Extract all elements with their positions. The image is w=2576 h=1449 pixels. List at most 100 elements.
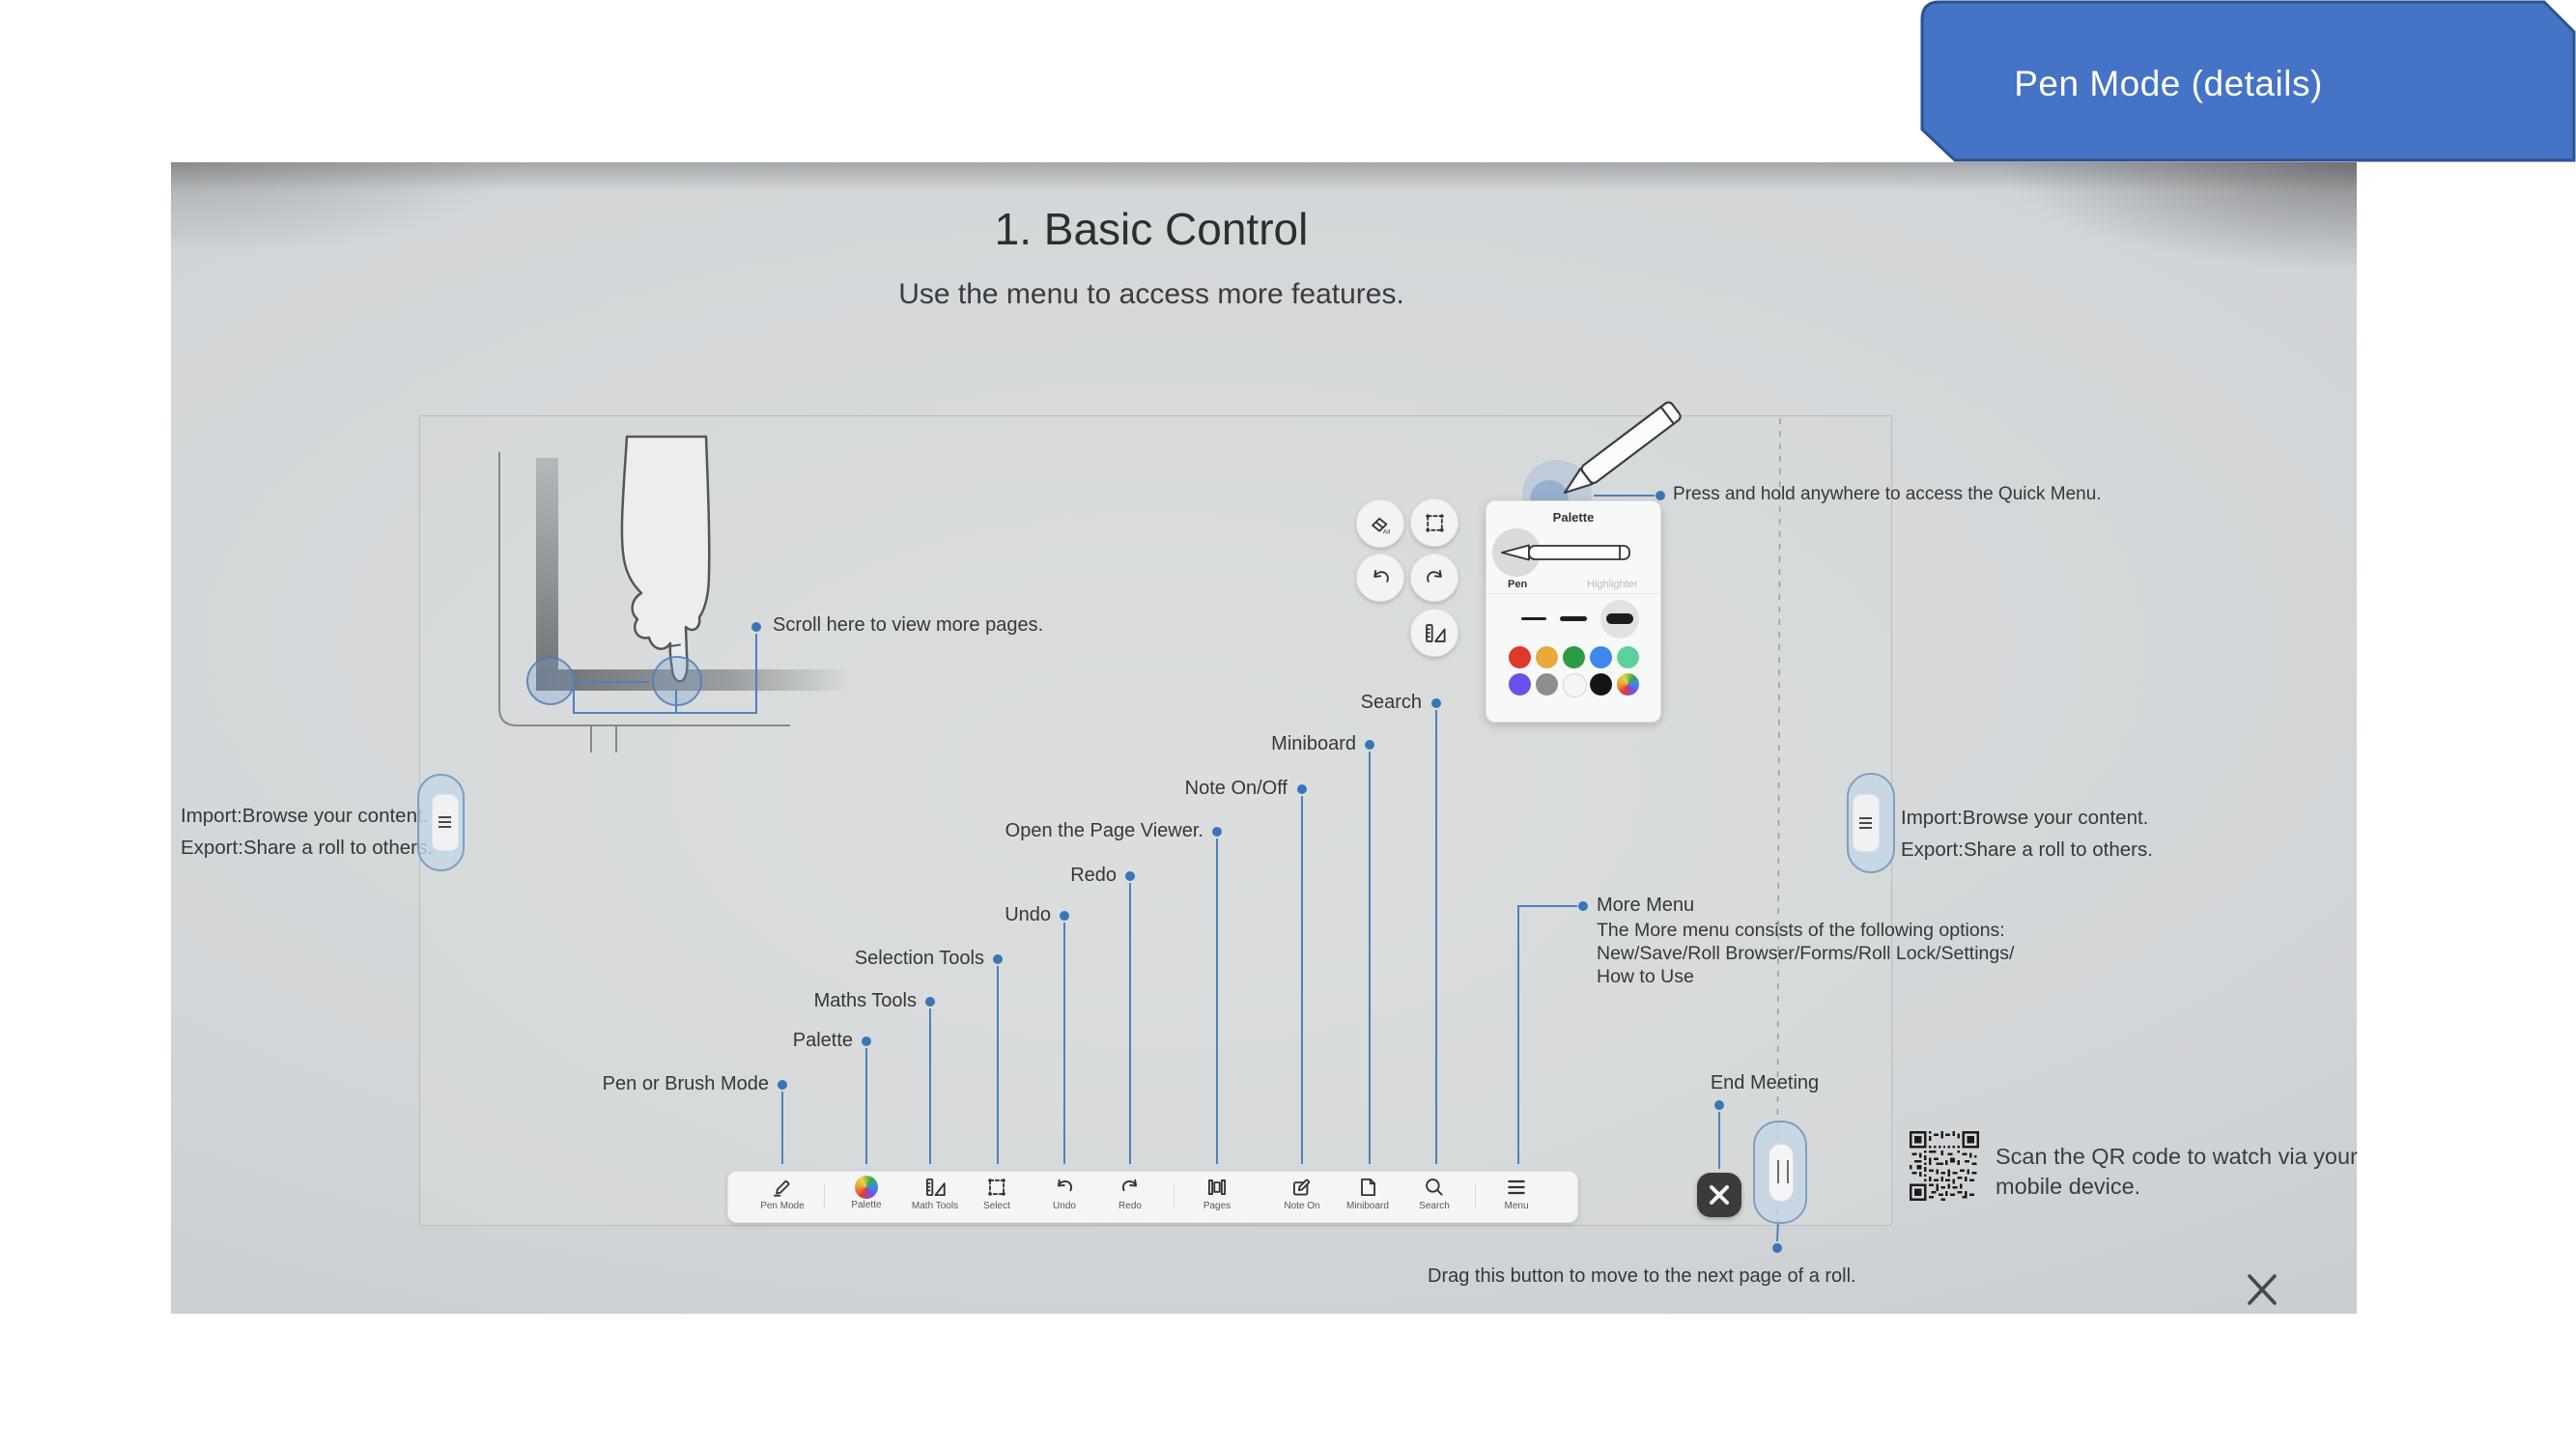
annotation-search: Search <box>1360 692 1422 713</box>
page-drag-handle[interactable] <box>1753 1121 1807 1224</box>
color-red[interactable] <box>1509 646 1531 668</box>
color-white[interactable] <box>1563 673 1587 697</box>
eraser-icon: All <box>1371 517 1390 535</box>
toolbar-item-label: Miniboard <box>1346 1201 1389 1211</box>
toolbar-item-label: Math Tools <box>911 1201 959 1211</box>
page-title: 1. Basic Control <box>994 204 1309 254</box>
handle-grip-icon <box>439 813 451 828</box>
color-multicolor[interactable] <box>1617 673 1639 696</box>
photo-shadow-topleft <box>171 162 577 249</box>
toolbar-miniboard[interactable]: Miniboard <box>1327 1171 1408 1221</box>
more-menu-line: New/Save/Roll Browser/Forms/Roll Lock/Se… <box>1597 943 2015 964</box>
miniboard-icon <box>1355 1175 1380 1200</box>
annotation-note-on-off: Note On/Off <box>1184 778 1288 799</box>
toolbar-redo[interactable]: Redo <box>1090 1171 1171 1221</box>
toolbar-item-label: Undo <box>1053 1201 1076 1211</box>
tab-pen[interactable]: Pen <box>1508 579 1528 590</box>
annotation-redo: Redo <box>1070 865 1117 886</box>
annotation-pen-brush-mode: Pen or Brush Mode <box>602 1073 769 1094</box>
redo-icon <box>1118 1175 1143 1200</box>
toolbar-undo[interactable]: Undo <box>1024 1171 1105 1221</box>
toolbar-item-label: Pen Mode <box>760 1201 805 1211</box>
pen-mode-icon <box>770 1175 795 1200</box>
toolbar-palette[interactable]: Palette <box>826 1171 907 1221</box>
color-black[interactable] <box>1590 673 1612 696</box>
callout-more-menu-body: The More menu consists of the following … <box>1597 919 2014 988</box>
qr-code <box>1910 1131 1979 1201</box>
toolbar-menu[interactable]: Menu <box>1476 1171 1557 1221</box>
thickness-thick[interactable] <box>1606 613 1633 624</box>
redo-icon <box>1426 569 1442 582</box>
toolbar-select[interactable]: Select <box>956 1171 1037 1221</box>
tab-highlighter[interactable]: Highlighter <box>1587 579 1638 590</box>
color-gray[interactable] <box>1536 673 1558 696</box>
toolbar-pen-mode[interactable]: Pen Mode <box>742 1171 823 1221</box>
palette-icon <box>855 1176 878 1199</box>
toolbar-item-label: Palette <box>851 1200 882 1210</box>
close-x-icon <box>2248 1274 2277 1305</box>
color-orange[interactable] <box>1536 646 1558 668</box>
import-line: Import:Browse your content. <box>1901 807 2149 829</box>
callout-import-export-right: Import:Browse your content. Export:Share… <box>1901 802 2153 866</box>
toolbar-math-tools[interactable]: Math Tools <box>894 1171 976 1221</box>
toolbar-item-label: Select <box>983 1201 1010 1211</box>
toolbar-pages[interactable]: Pages <box>1176 1171 1258 1221</box>
quick-eraser-button[interactable]: All <box>1356 499 1404 548</box>
color-purple[interactable] <box>1509 673 1531 696</box>
callout-more-menu-title: More Menu <box>1597 895 1695 916</box>
select-icon <box>1425 513 1444 532</box>
color-mint[interactable] <box>1617 646 1639 668</box>
tutorial-close-button[interactable] <box>2237 1264 2287 1315</box>
handle-tab <box>432 794 459 851</box>
handle-tab <box>1853 794 1880 852</box>
popup-divider <box>1486 593 1660 594</box>
drag-pill <box>1769 1144 1794 1202</box>
callout-import-export-left: Import:Browse your content. Export:Share… <box>181 800 433 864</box>
annotation-miniboard: Miniboard <box>1271 733 1356 754</box>
math-tools-icon <box>1425 623 1446 642</box>
qr-line: Scan the QR code to watch via your <box>1996 1144 2358 1169</box>
color-green[interactable] <box>1563 646 1585 668</box>
toolbar-item-label: Redo <box>1118 1201 1142 1211</box>
qr-line: mobile device. <box>1996 1174 2141 1199</box>
quick-redo-button[interactable] <box>1410 554 1458 602</box>
toolbar-note-on[interactable]: Note On <box>1261 1171 1343 1221</box>
math-tools-icon <box>922 1175 948 1200</box>
thickness-thin[interactable] <box>1521 617 1546 620</box>
close-x-icon <box>1710 1185 1729 1205</box>
palette-popup-title: Palette <box>1552 510 1595 525</box>
quick-undo-button[interactable] <box>1356 554 1404 602</box>
end-meeting-button[interactable] <box>1697 1173 1741 1217</box>
palette-popup: Palette Pen Highlighter <box>1486 500 1661 723</box>
color-blue[interactable] <box>1590 646 1612 668</box>
undo-icon <box>1373 569 1389 582</box>
callout-qr: Scan the QR code to watch via your mobil… <box>1996 1142 2358 1202</box>
toolbar-divider <box>1174 1183 1175 1208</box>
select-icon <box>984 1175 1009 1200</box>
export-line: Export:Share a roll to others. <box>1901 838 2153 861</box>
annotation-selection-tools: Selection Tools <box>854 948 984 969</box>
more-menu-line: How to Use <box>1597 966 1694 987</box>
drag-grip-icon <box>1777 1160 1789 1183</box>
callout-drag-next-page: Drag this button to move to the next pag… <box>1428 1265 1856 1287</box>
toolbar-item-label: Search <box>1419 1201 1450 1211</box>
thickness-medium[interactable] <box>1560 616 1587 621</box>
note-on-icon <box>1289 1175 1315 1200</box>
import-line: Import:Browse your content. <box>181 805 429 827</box>
import-export-handle-right[interactable] <box>1847 773 1895 873</box>
page-subtitle: Use the menu to access more features. <box>898 278 1404 310</box>
quick-math-tools-button[interactable] <box>1410 609 1458 657</box>
callout-end-meeting: End Meeting <box>1710 1072 1820 1094</box>
toolbar-search[interactable]: Search <box>1394 1171 1475 1221</box>
toolbar-divider <box>824 1183 825 1208</box>
annotation-maths-tools: Maths Tools <box>813 990 917 1011</box>
quick-select-button[interactable] <box>1410 498 1458 547</box>
import-export-handle-left[interactable] <box>417 774 465 871</box>
toolbar-item-label: Note On <box>1284 1201 1320 1211</box>
pen-illustration <box>1501 544 1630 561</box>
toolbar-item-label: Menu <box>1504 1201 1529 1211</box>
photo-shadow-topright <box>1917 162 2357 269</box>
handle-grip-icon <box>1859 814 1872 829</box>
toolbar-item-label: Pages <box>1203 1201 1231 1211</box>
